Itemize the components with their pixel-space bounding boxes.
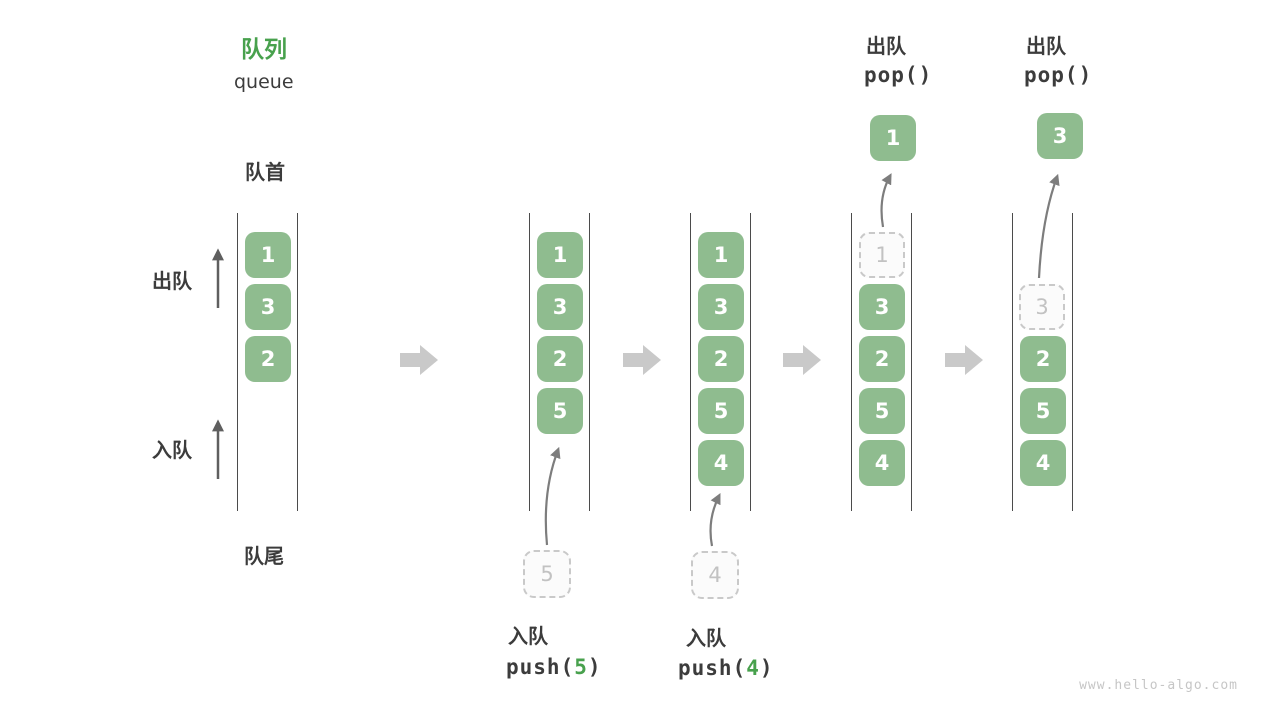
pop-code-label: pop() [1024,63,1093,87]
queue-container-5 [1012,213,1073,511]
dequeue-op-label: 出队 [866,34,906,58]
queue-item: 2 [859,336,905,382]
enqueue-op-label: 入队 [508,624,548,648]
code-text: ) [587,655,602,679]
diagram-title-en: queue [234,71,294,93]
queue-item: 1 [537,232,583,278]
removed-item-ghost: 1 [859,232,905,278]
queue-item: 3 [245,284,291,330]
queue-item: 5 [1020,388,1066,434]
enqueue-direction-label: 入队 [152,438,192,462]
queue-container-2 [529,213,590,511]
queue-item: 2 [1020,336,1066,382]
queue-item: 3 [537,284,583,330]
staged-item: 4 [691,551,739,599]
queue-item: 5 [537,388,583,434]
queue-item: 5 [698,388,744,434]
queue-item: 2 [698,336,744,382]
diagram-title-zh: 队列 [241,37,287,63]
queue-item: 2 [537,336,583,382]
site-watermark: www.hello-algo.com [1079,678,1238,693]
removed-item-ghost: 3 [1019,284,1065,330]
push-4-code-label: push(4) [678,656,774,680]
queue-item: 3 [859,284,905,330]
popped-item: 1 [870,115,916,161]
pop-code-label: pop() [864,63,933,87]
queue-item: 4 [1020,440,1066,486]
staged-item: 5 [523,550,571,598]
queue-item: 4 [859,440,905,486]
queue-rear-label: 队尾 [244,544,284,568]
queue-item: 4 [698,440,744,486]
queue-item: 2 [245,336,291,382]
dequeue-op-label: 出队 [1026,34,1066,58]
flow-arrow-icon-4 [945,345,983,375]
queue-container-4 [851,213,912,511]
queue-item: 1 [698,232,744,278]
queue-front-label: 队首 [245,160,285,184]
queue-container-1 [237,213,298,511]
flow-arrow-icon-2 [623,345,661,375]
popped-item: 3 [1037,113,1083,159]
queue-item: 5 [859,388,905,434]
code-text: push( [678,656,747,680]
code-arg: 5 [574,655,588,679]
enqueue-op-label: 入队 [686,626,726,650]
queue-item: 3 [698,284,744,330]
code-arg: 4 [746,656,760,680]
flow-arrow-icon-1 [400,345,438,375]
flow-arrow-icon-3 [783,345,821,375]
queue-container-3 [690,213,751,511]
code-text: push( [506,655,575,679]
dequeue-direction-label: 出队 [152,269,192,293]
push-5-code-label: push(5) [506,655,602,679]
queue-item: 1 [245,232,291,278]
code-text: ) [759,656,774,680]
